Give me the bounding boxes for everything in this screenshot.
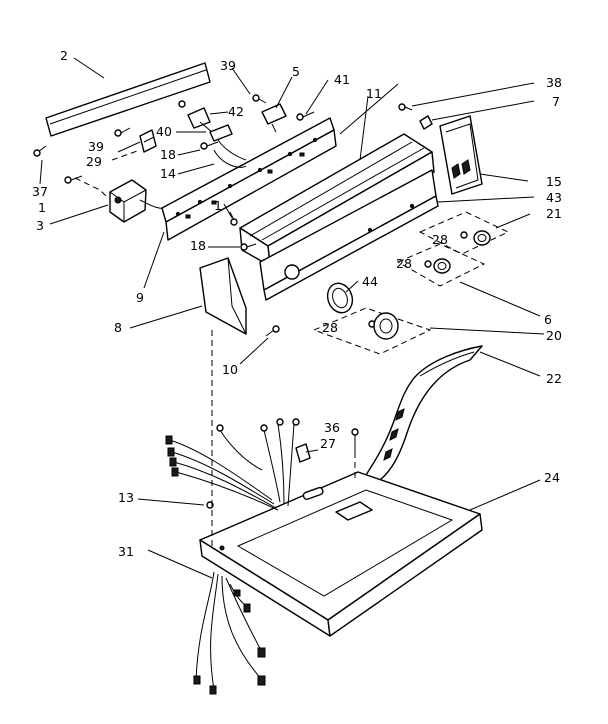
callout-24: 24 (544, 470, 560, 485)
callout-36: 36 (324, 420, 340, 435)
part-38-screw (398, 103, 413, 111)
callout-37: 37 (32, 184, 48, 199)
callout-11: 11 (366, 86, 382, 101)
part-20-knob-group (312, 307, 432, 355)
part-18-screw-lower (240, 243, 257, 251)
callout-8: 8 (114, 320, 122, 335)
callout-41: 41 (334, 72, 350, 87)
callout-43: 43 (546, 190, 562, 205)
part-41-screw (296, 111, 315, 121)
callout-29: 29 (86, 154, 102, 169)
callout-39-top: 39 (220, 58, 236, 73)
assembly-dash-line (74, 177, 109, 199)
part-5-switch (252, 94, 287, 133)
callout-28-lower: 28 (322, 320, 338, 335)
callout-6: 6 (544, 312, 552, 327)
part-1-screw-left (64, 175, 83, 184)
callout-18-upper: 18 (160, 147, 176, 162)
part-6-knob-group (396, 243, 486, 287)
callout-22: 22 (546, 371, 562, 386)
part-10-screw (265, 325, 280, 337)
callout-2: 2 (60, 48, 68, 63)
callout-27: 27 (320, 436, 336, 451)
part-7-clip (419, 115, 433, 130)
part-1-screw-right (229, 211, 238, 226)
part-14-wire (213, 149, 247, 168)
callout-labels: 2 39 42 5 41 11 38 7 39 40 29 18 37 14 1… (32, 48, 562, 559)
part-37-screw (33, 145, 47, 157)
callout-1-left: 1 (38, 200, 46, 215)
callout-18-lower: 18 (190, 238, 206, 253)
callout-1-right: 1 (214, 198, 222, 213)
callout-28-middle: 28 (396, 256, 412, 271)
part-3-timer (109, 179, 169, 223)
callout-7: 7 (552, 94, 560, 109)
callout-40: 40 (156, 124, 172, 139)
callout-14: 14 (160, 166, 176, 181)
part-9-control-bracket (161, 117, 337, 241)
part-18-screw-upper (200, 141, 219, 150)
callout-15: 15 (546, 174, 562, 189)
callout-44: 44 (362, 274, 378, 289)
callout-9: 9 (136, 290, 144, 305)
leader-lines (39, 57, 545, 579)
part-39-screw-left (114, 127, 131, 137)
part-43-console (259, 169, 439, 301)
part-21-knob-group (418, 211, 510, 255)
callout-10: 10 (222, 362, 238, 377)
part-31-wire-harness (193, 571, 266, 695)
callout-3: 3 (36, 218, 44, 233)
callout-42: 42 (228, 104, 244, 119)
callout-13: 13 (118, 490, 134, 505)
part-40-terminal (209, 124, 247, 161)
callout-5: 5 (292, 64, 300, 79)
part-42-switch (178, 100, 213, 133)
part-44-bezel (326, 282, 354, 314)
callout-21: 21 (546, 206, 562, 221)
part-22-harness-channel (363, 345, 483, 481)
part-29-clip (139, 129, 157, 153)
wire-harness-upper (165, 418, 300, 511)
part-2-rear-panel (45, 62, 211, 137)
callout-20: 20 (546, 328, 562, 343)
part-8-end-cap (199, 257, 247, 335)
part-15-end-bracket (439, 115, 483, 195)
callout-38: 38 (546, 75, 562, 90)
callout-28-upper: 28 (432, 232, 448, 247)
part-24-top (199, 471, 483, 637)
assembly-dash-line (111, 149, 141, 161)
callout-39-left: 39 (88, 139, 104, 154)
callout-31: 31 (118, 544, 134, 559)
part-36-screw (351, 428, 359, 452)
part-27-clip (295, 443, 311, 463)
